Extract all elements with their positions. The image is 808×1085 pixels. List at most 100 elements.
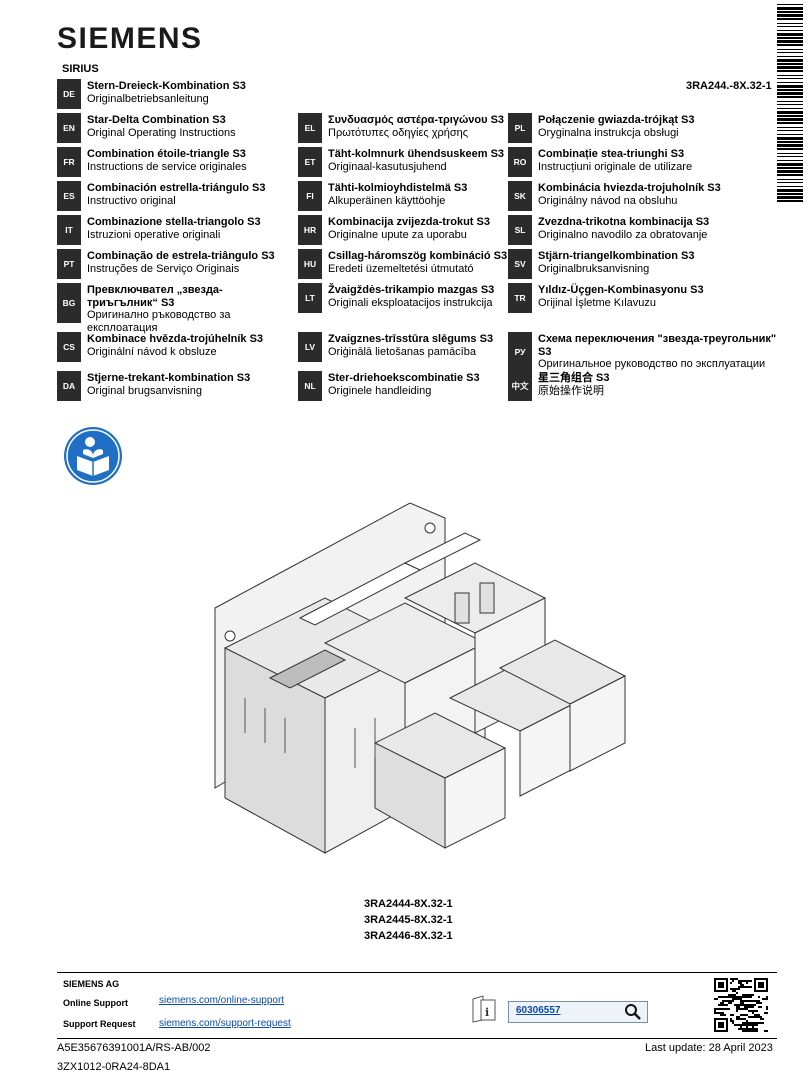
document-number-2: 3ZX1012-0RA24-8DA1 [57,1061,171,1073]
language-code-badge: DE [57,79,81,109]
language-code-badge: SK [508,181,532,211]
language-code-badge: 中文 [508,371,532,401]
language-title: Zvaigznes-trīsstūra slēgums S3 [328,333,494,345]
language-subtitle: Оригинално ръководство за експлоатация [87,309,231,334]
online-support-label: Online Support [63,998,128,1008]
language-code-badge: EN [57,113,81,143]
language-code-badge: RO [508,147,532,177]
language-subtitle: Originální návod k obsluze [87,345,217,358]
language-code-badge: TR [508,283,532,313]
qr-code-icon [714,978,768,1032]
language-code-badge: SL [508,215,532,245]
language-subtitle: Instructions de service originales [87,160,247,173]
support-request-label: Support Request [63,1019,136,1029]
language-title: 星三角组合 S3 [538,372,610,384]
language-code-badge: HR [298,215,322,245]
language-title: Превключвател „звезда-триъгълник“ S3 [87,284,223,309]
language-code-badge: NL [298,371,322,401]
language-subtitle: Originálny návod na obsluhu [538,194,678,207]
language-title: Ster-driehoekscombinatie S3 [328,372,480,384]
language-subtitle: Originele handleiding [328,384,432,397]
language-title: Combinazione stella-triangolo S3 [87,216,261,228]
language-title: Stjärn-triangelkombination S3 [538,250,695,262]
language-title: Połączenie gwiazda-trójkąt S3 [538,114,695,126]
language-subtitle: Orijinal İşletme Kılavuzu [538,296,656,309]
svg-text:i: i [485,1006,489,1019]
language-subtitle: Eredeti üzemeltetési útmutató [328,262,474,275]
language-title: Stjerne-trekant-kombination S3 [87,372,251,384]
language-title: Žvaigždės-trikampio mazgas S3 [328,284,495,296]
language-code-badge: HU [298,249,322,279]
language-subtitle: Originaal-kasutusjuhend [328,160,447,173]
model-code: 3RA244.-8X.32-1 [686,80,772,92]
product-illustration [205,498,655,888]
language-subtitle: Originalbruksanvisning [538,262,650,275]
product-line: SIRIUS [62,63,99,75]
variant-code: 3RA2444-8X.32-1 [364,898,453,910]
language-title: Combination étoile-triangle S3 [87,148,246,160]
language-title: Combinação de estrela-triângulo S3 [87,250,275,262]
language-subtitle: Оригинальное руководство по эксплуатации [538,358,766,370]
read-manual-icon [63,426,123,486]
document-search-field[interactable] [508,1001,648,1023]
language-code-badge: LV [298,332,322,362]
language-subtitle: Original brugsanvisning [87,384,202,397]
language-subtitle: Originalno navodilo za obratovanje [538,228,708,241]
language-title: Stern-Dreieck-Kombination S3 [87,80,246,92]
language-subtitle: Alkuperäinen käyttöohje [328,194,446,207]
language-title: Συνδυασμός αστέρα-τριγώνου S3 [328,114,505,126]
language-subtitle: Original Operating Instructions [87,126,236,139]
company-name: SIEMENS AG [63,979,120,989]
document-number: A5E35676391001A/RS-AB/002 [57,1042,211,1054]
language-title: Csillag-háromszög kombináció S3 [328,250,508,262]
language-title: Kombinacija zvijezda-trokut S3 [328,216,490,228]
variant-code: 3RA2446-8X.32-1 [364,930,453,942]
language-title: Combinación estrella-triángulo S3 [87,182,266,194]
language-title: Zvezdna-trikotna kombinacija S3 [538,216,710,228]
language-code-badge: CS [57,332,81,362]
online-support-link[interactable]: siemens.com/online-support [159,995,285,1006]
language-subtitle: Πρωτότυπες οδηγίες χρήσης [328,126,469,139]
language-subtitle: Instrucțiuni originale de utilizare [538,160,693,173]
language-title: Kombinácia hviezda-trojuholník S3 [538,182,721,194]
variant-code: 3RA2445-8X.32-1 [364,914,453,926]
language-title: Kombinace hvězda-trojúhelník S3 [87,333,264,345]
language-title: Tähti-kolmioyhdistelmä S3 [328,182,468,194]
language-subtitle: Originali eksploatacijos instrukcija [328,296,493,309]
language-subtitle: Originalbetriebsanleitung [87,92,209,105]
document-id-link[interactable]: 60306557 [516,1005,561,1016]
language-subtitle: Instructivo original [87,194,176,207]
info-document-icon: i [471,995,497,1023]
search-icon[interactable] [624,1003,642,1021]
language-code-badge: PT [57,249,81,279]
language-code-badge: EL [298,113,322,143]
support-request-link[interactable]: siemens.com/support-request [159,1018,291,1029]
barcode-icon [777,4,803,206]
language-code-badge: ES [57,181,81,211]
language-code-badge: FR [57,147,81,177]
language-title: Yıldız-Üçgen-Kombinasyonu S3 [538,284,704,296]
language-code-badge: ET [298,147,322,177]
language-title: Combinație stea-triunghi S3 [538,148,685,160]
language-code-badge: DA [57,371,81,401]
support-box [57,972,777,1039]
